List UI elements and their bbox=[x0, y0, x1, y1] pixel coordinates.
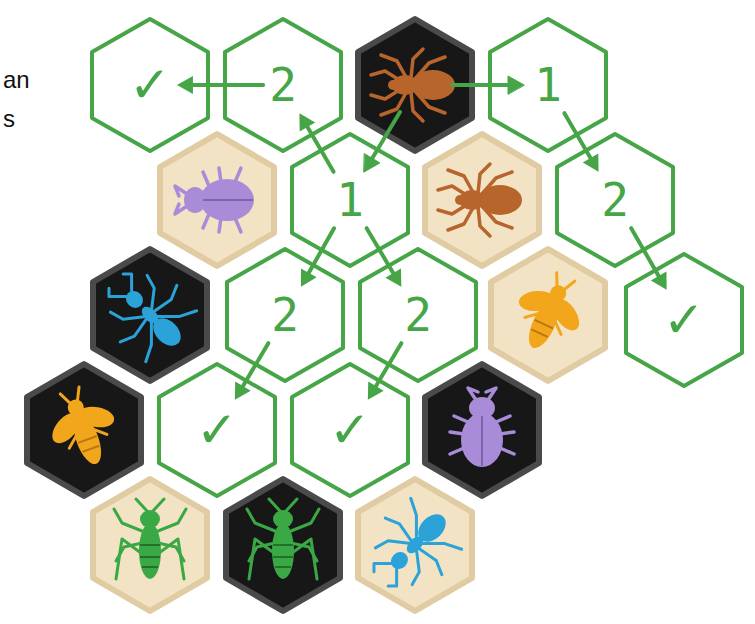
end-check: ✓ bbox=[129, 60, 171, 110]
cut-off-text: an bbox=[3, 68, 30, 92]
arrow-head bbox=[385, 268, 401, 286]
move-arrow bbox=[299, 113, 333, 172]
arrow-head bbox=[235, 381, 251, 399]
step-number: 2 bbox=[404, 292, 432, 338]
arrow-head bbox=[301, 268, 317, 286]
hex-border bbox=[490, 19, 606, 151]
move-arrow bbox=[177, 76, 263, 94]
move-hex: ✓ bbox=[155, 360, 279, 500]
move-hex: ✓ bbox=[622, 250, 746, 390]
move-hex: 2 bbox=[223, 245, 347, 385]
move-hex: ✓ bbox=[288, 360, 412, 500]
arrow-head bbox=[368, 381, 384, 399]
move-hex: 2 bbox=[553, 130, 677, 270]
hex-border bbox=[292, 364, 408, 496]
move-hex: 2 bbox=[356, 245, 480, 385]
arrow-head bbox=[583, 153, 599, 171]
hex-border bbox=[92, 19, 208, 151]
hex-border bbox=[225, 19, 341, 151]
cut-off-text: s bbox=[3, 107, 15, 131]
hex-border bbox=[227, 249, 343, 381]
move-arrow bbox=[564, 113, 598, 172]
end-check: ✓ bbox=[663, 295, 705, 345]
step-number: 2 bbox=[601, 177, 629, 223]
end-check: ✓ bbox=[196, 405, 238, 455]
arrow-head bbox=[177, 76, 193, 94]
step-number: 2 bbox=[271, 292, 299, 338]
arrow-head bbox=[651, 271, 667, 289]
hex-border bbox=[626, 254, 742, 386]
move-hex: ✓ bbox=[88, 15, 212, 155]
move-arrow bbox=[367, 228, 402, 287]
end-check: ✓ bbox=[329, 405, 371, 455]
arrow-line bbox=[241, 343, 268, 389]
move-hex: 2 bbox=[221, 15, 345, 155]
arrow-head bbox=[299, 113, 315, 131]
step-number: 1 bbox=[336, 177, 364, 223]
hex-border bbox=[159, 364, 275, 496]
arrow-line bbox=[374, 343, 401, 389]
move-hex: 1 bbox=[288, 130, 412, 270]
hex-border bbox=[557, 134, 673, 266]
hex-border bbox=[292, 134, 408, 266]
move-hex: 1 bbox=[486, 15, 610, 155]
move-arrow bbox=[301, 228, 334, 287]
step-number: 1 bbox=[534, 62, 562, 108]
hex-border bbox=[360, 249, 476, 381]
game-tiles bbox=[27, 19, 605, 611]
step-number: 2 bbox=[269, 62, 297, 108]
